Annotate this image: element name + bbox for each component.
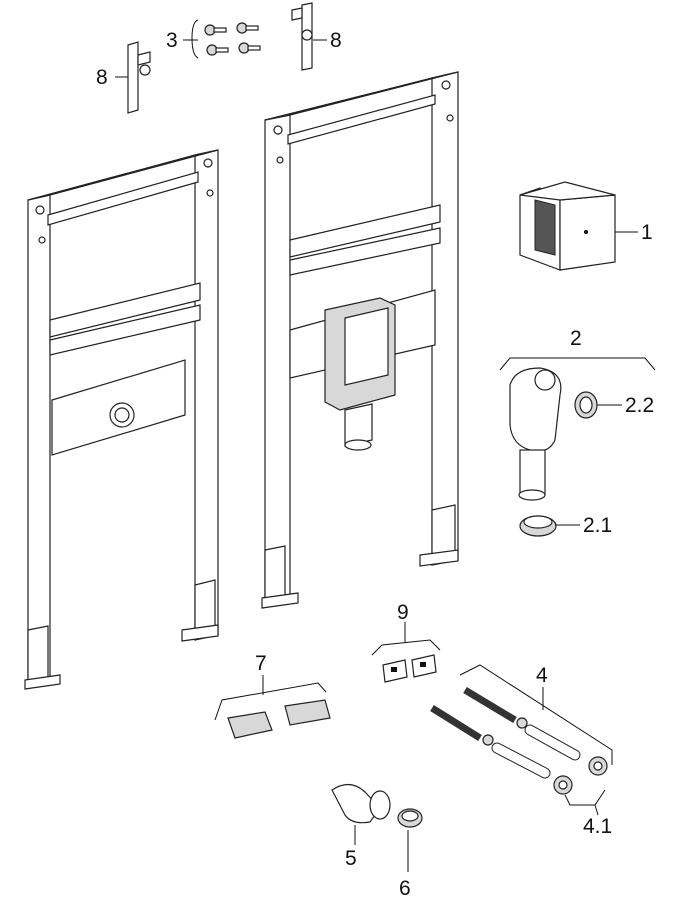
fixing-clips xyxy=(227,699,331,739)
label-siphon: 2 xyxy=(570,327,582,350)
elbow xyxy=(331,783,391,824)
label-bracket-left: 8 xyxy=(96,66,108,89)
installation-box xyxy=(519,181,616,271)
installation-frame-high xyxy=(261,71,459,609)
label-siphon-connector: 2.1 xyxy=(583,514,612,537)
mounting-plates xyxy=(382,654,437,683)
screw-set xyxy=(191,19,261,59)
label-siphon-ring: 2.2 xyxy=(625,394,654,417)
leader-lines xyxy=(115,39,656,872)
label-screws: 3 xyxy=(166,29,178,52)
wall-bracket-right xyxy=(291,2,313,71)
label-plates: 9 xyxy=(397,601,409,624)
label-elbow: 5 xyxy=(345,847,357,870)
label-rod-nuts: 4.1 xyxy=(583,815,612,838)
adapter xyxy=(397,808,423,828)
siphon xyxy=(509,367,598,537)
label-threaded-rods: 4 xyxy=(536,664,548,687)
wall-bracket-left xyxy=(127,41,151,114)
label-adapter: 6 xyxy=(399,877,411,900)
installation-frame-low xyxy=(24,149,219,690)
label-clips: 7 xyxy=(255,652,267,675)
threaded-rods xyxy=(430,686,608,795)
label-frame-module: 1 xyxy=(641,221,653,244)
label-bracket-right: 8 xyxy=(330,29,342,52)
